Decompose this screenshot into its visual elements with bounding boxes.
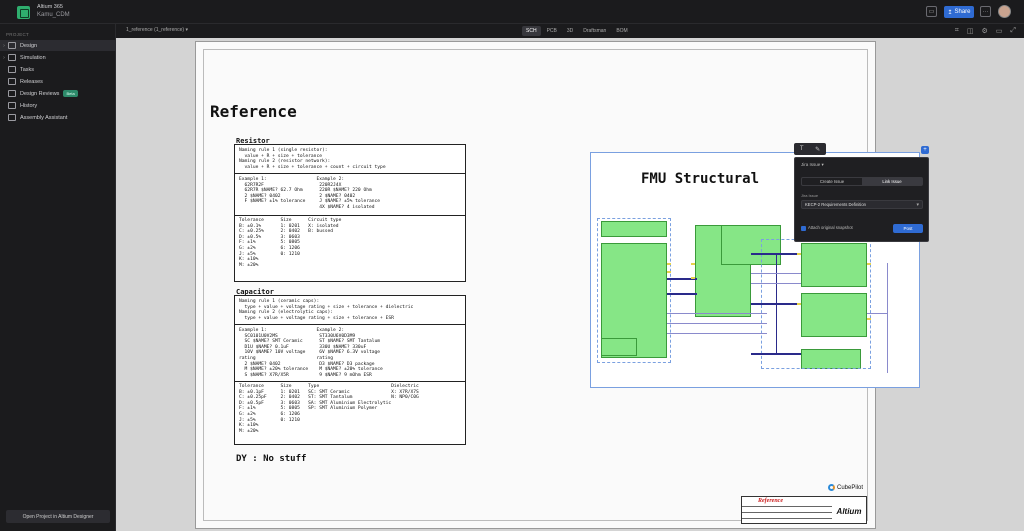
comment-add-icon[interactable]: ▭	[995, 28, 1003, 35]
capacitor-table: Naming rule 1 (ceramic caps): type + val…	[234, 295, 466, 445]
sidebar-item-history[interactable]: History	[0, 100, 116, 111]
history-icon	[8, 102, 16, 109]
capacitor-examples: Example 1: Example 2: SC0101U0V2MS ST330…	[239, 328, 383, 378]
attach-snapshot-checkbox[interactable]	[801, 226, 806, 231]
view-tabs: SCH PCB 3D Draftsman BOM	[522, 26, 632, 36]
wand-icon	[8, 114, 16, 121]
grid-icon[interactable]: ⌗	[954, 27, 959, 34]
capacitor-codes: Tolerance Size Type Dielectric B: ±0.1pF…	[239, 384, 419, 434]
sidebar-item-simulation[interactable]: › Simulation	[0, 52, 116, 63]
resistor-rules: Naming rule 1 (single resistor): value +…	[239, 148, 386, 170]
fmu-block-diagram[interactable]: FMU Structural	[590, 152, 920, 388]
schematic-canvas[interactable]: Reference Resistor Naming rule 1 (single…	[116, 38, 1024, 531]
fullscreen-icon[interactable]: ⤢	[1010, 27, 1016, 34]
tab-pcb[interactable]: PCB	[546, 28, 557, 34]
top-bar: Altium 365 Kamu_CDM ▭ ↥Share ···	[0, 0, 1024, 24]
sidebar-item-label: Tasks	[20, 66, 35, 73]
dy-note: DY : No stuff	[236, 454, 307, 464]
schematic-block[interactable]	[801, 243, 867, 287]
jira-issue-select[interactable]: KECP-2 Requirements Definition	[801, 200, 923, 209]
sidebar-item-design[interactable]: › Design	[0, 40, 116, 51]
resistor-codes: Tolerance Size Circuit type B: ±0.1% 1: …	[239, 218, 342, 268]
sheet-title: Reference	[210, 102, 297, 121]
sidebar-item-tasks[interactable]: Tasks	[0, 64, 116, 75]
resistor-title: Resistor	[236, 137, 270, 145]
chevron-down-icon: ▾	[185, 27, 188, 33]
comment-icon[interactable]: ▭	[926, 6, 937, 17]
jira-issue-panel: Jira Issue ▾ Create Issue Link Issue Jir…	[794, 157, 929, 242]
sidebar-item-label: Design Reviews	[20, 90, 60, 97]
sidebar-item-label: Simulation	[20, 54, 46, 61]
tab-sch[interactable]: SCH	[522, 26, 541, 36]
tab-bom[interactable]: BOM	[616, 28, 628, 34]
avatar[interactable]	[998, 5, 1011, 18]
resistor-examples: Example 1: Example 2: 62R7R2F 220R2J4X 6…	[239, 177, 381, 210]
view-tools: ⌗ ◫ ⚙ ▭ ⤢	[955, 27, 1016, 35]
sidebar-item-label: Design	[20, 42, 38, 49]
document-title-label: 1_reference (1_reference)	[126, 27, 185, 33]
sidebar-item-label: Assembly Assistant	[20, 114, 68, 121]
document-title[interactable]: 1_reference (1_reference) ▾	[126, 27, 188, 33]
sidebar: PROJECT › Design › Simulation Tasks Releas…	[0, 24, 116, 531]
schematic-block[interactable]	[721, 225, 781, 265]
annotation-toolbar: T ✎	[794, 143, 826, 155]
issue-panel-header[interactable]: Jira Issue ▾	[801, 162, 824, 167]
schematic-block[interactable]	[801, 293, 867, 337]
cubepilot-label: CubePilot	[837, 484, 864, 491]
sidebar-item-assembly-assistant[interactable]: Assembly Assistant	[0, 112, 116, 123]
altium-logo: Altium	[834, 501, 864, 521]
schematic-sheet: Reference Resistor Naming rule 1 (single…	[195, 41, 929, 529]
settings-icon[interactable]: ⚙	[981, 28, 988, 35]
pencil-icon[interactable]: ✎	[815, 146, 821, 153]
sidebar-item-label: Releases	[20, 78, 43, 85]
share-icon: ↥	[947, 9, 953, 16]
attach-snapshot-label: Attach original snapshot	[808, 225, 853, 230]
share-label: Share	[954, 9, 971, 15]
capacitor-rules: Naming rule 1 (ceramic caps): type + val…	[239, 299, 414, 321]
sidebar-item-label: History	[20, 102, 38, 109]
folder-icon	[8, 42, 16, 49]
more-label: ···	[982, 8, 989, 15]
sidebar-item-releases[interactable]: Releases	[0, 76, 116, 87]
titleblock-reference: Reference	[758, 498, 783, 504]
beta-badge: Beta	[63, 90, 78, 97]
resistor-table: Naming rule 1 (single resistor): value +…	[234, 144, 466, 282]
releases-icon	[8, 78, 16, 85]
chevron-right-icon: ›	[3, 54, 5, 61]
text-tool-icon[interactable]: T	[799, 146, 804, 152]
schematic-block[interactable]	[601, 221, 667, 237]
layers-icon[interactable]: ◫	[966, 28, 974, 35]
app-name: Altium 365	[37, 4, 63, 10]
capacitor-title: Capacitor	[236, 288, 274, 296]
tasks-icon	[8, 66, 16, 73]
chevron-right-icon: ›	[3, 42, 5, 49]
issue-mode-toggle: Create Issue Link Issue	[801, 177, 923, 186]
project-name[interactable]: Kamu_CDM	[37, 12, 70, 18]
cubepilot-icon	[828, 484, 835, 491]
title-block: Reference Altium	[741, 496, 867, 524]
app-logo-icon[interactable]	[17, 6, 30, 19]
tab-3d[interactable]: 3D	[566, 28, 574, 34]
simulation-icon	[8, 54, 16, 61]
jira-issue-field-label: Jira Issue	[801, 193, 819, 198]
sidebar-header: PROJECT	[6, 32, 30, 37]
cubepilot-logo: CubePilot	[828, 484, 863, 491]
more-menu-button[interactable]: ···	[980, 6, 991, 17]
schematic-block[interactable]	[601, 338, 637, 356]
add-comment-icon[interactable]: +	[921, 146, 929, 154]
link-issue-tab[interactable]: Link Issue	[862, 178, 922, 185]
block-title: FMU Structural	[641, 171, 760, 187]
open-in-altium-designer-button[interactable]: Open Project in Altium Designer	[6, 510, 110, 523]
post-button[interactable]: Post	[893, 224, 923, 233]
create-issue-tab[interactable]: Create Issue	[819, 179, 845, 184]
tab-draftsman[interactable]: Draftsman	[583, 28, 607, 34]
review-icon	[8, 90, 16, 97]
share-button[interactable]: ↥Share	[944, 6, 974, 18]
document-toolbar: 1_reference (1_reference) ▾ SCH PCB 3D D…	[116, 24, 1024, 38]
